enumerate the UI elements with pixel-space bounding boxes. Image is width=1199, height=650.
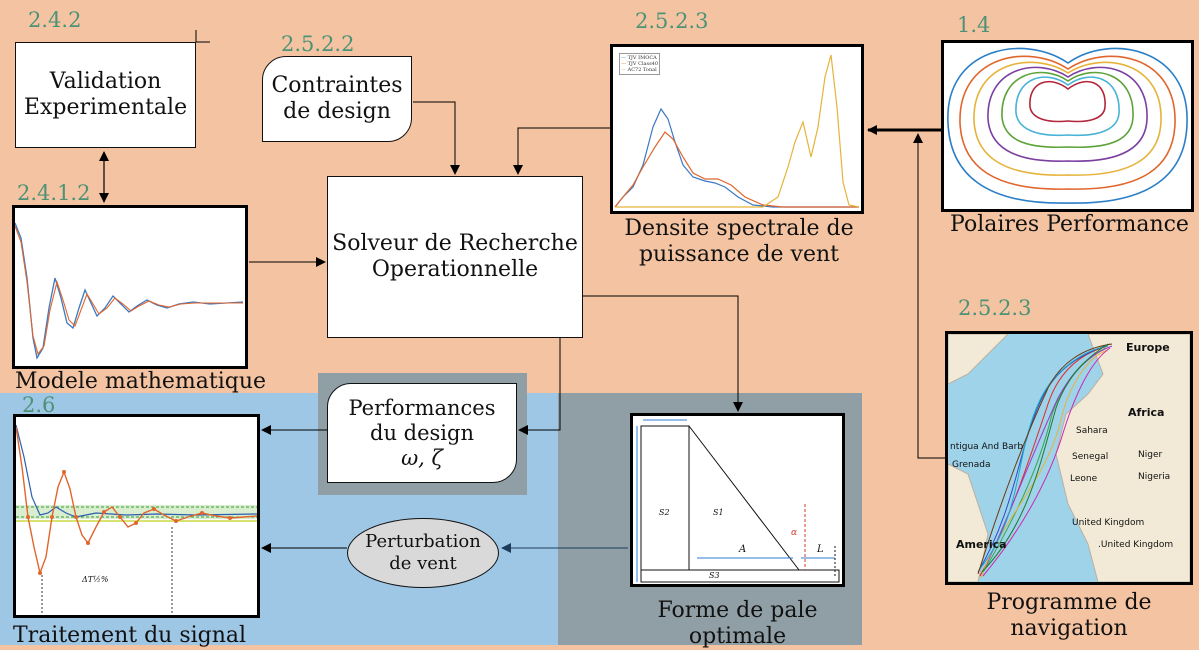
blade-a: A [739,544,747,555]
traitement-caption: Traitement du signal [13,623,247,648]
densite-caption-line1: Densite spectrale de [624,216,854,241]
map-europe: Europe [1126,341,1170,354]
blade-alpha: α [791,528,798,538]
map-uk-1: United Kingdom [1072,518,1145,528]
map-senegal: Senegal [1072,452,1109,462]
model-plot [12,205,248,369]
psd-legend-2: TJV Class40 [627,61,659,67]
blade-s1: S1 [713,508,724,517]
map-uk-2: .United Kingdom [1098,540,1174,550]
blade-l: L [817,544,824,555]
forme-caption: Forme de pale optimale [630,598,845,650]
blade-plot: S2 S1 S3 A L α [630,413,845,587]
blade-s2: S2 [659,508,670,517]
solveur-line1: Solveur de Recherche [332,231,578,256]
section-densite: 2.5.2.3 [635,9,709,33]
solveur-box: Solveur de Recherche Operationnelle [327,176,583,338]
performances-line2: du design [370,420,474,445]
map-antigua: ntigua And Barb [950,442,1024,452]
performances-symbols: ω, ζ [401,445,443,470]
section-navigation: 2.5.2.3 [958,296,1032,320]
section-modele: 2.4.1.2 [17,181,91,205]
validation-line2: Experimentale [23,95,188,120]
signal-plot: ΔT½% [13,414,260,618]
psd-plot: — TJV IMOCA — TJV Class40 — AC72 Tonal [610,44,864,214]
contraintes-line1: Contraintes [271,73,403,98]
forme-caption-line2: optimale [688,624,787,649]
psd-legend-3: AC72 Tonal [627,67,657,73]
perturbation-line1: Perturbation [365,531,481,552]
solveur-line2: Operationnelle [371,257,539,282]
perturbation-node: Perturbation de vent [347,518,499,588]
forme-caption-line1: Forme de pale [657,598,818,623]
signal-label: ΔT½% [82,575,109,584]
contraintes-node: Contraintes de design [262,56,412,142]
map-niger: Niger [1138,450,1163,460]
navigation-caption-line2: navigation [1010,616,1128,641]
validation-line1: Validation [49,69,162,94]
densite-caption-line2: puissance de vent [638,242,840,267]
validation-box: Validation Experimentale [15,42,196,148]
map-america: America [956,538,1007,551]
section-validation: 2.4.2 [28,8,82,32]
navigation-caption: Programme de navigation [945,590,1193,642]
navigation-caption-line1: Programme de [986,590,1152,615]
section-contraintes: 2.5.2.2 [281,32,355,56]
blade-s3: S3 [709,571,720,580]
navigation-map: Europe Africa Sahara Senegal Niger Niger… [945,331,1193,585]
contraintes-line2: de design [283,99,391,124]
map-nigeria: Nigeria [1138,472,1171,482]
map-africa: Africa [1128,406,1165,419]
psd-legend-1: TJV IMOCA [627,55,657,61]
performances-node: Performances du design ω, ζ [327,383,517,483]
map-sahara: Sahara [1076,426,1108,436]
polaires-caption: Polaires Performance [950,212,1189,237]
modele-caption: Modele mathematique [15,369,267,394]
densite-caption: Densite spectrale de puissance de vent [612,216,866,268]
perturbation-line2: de vent [389,553,457,574]
section-traitement: 2.6 [22,393,56,417]
performances-line1: Performances [348,395,496,420]
map-grenada: Grenada [952,460,991,470]
map-leone: Leone [1070,474,1098,484]
section-polaires: 1.4 [957,13,991,37]
polar-plot [941,40,1194,212]
